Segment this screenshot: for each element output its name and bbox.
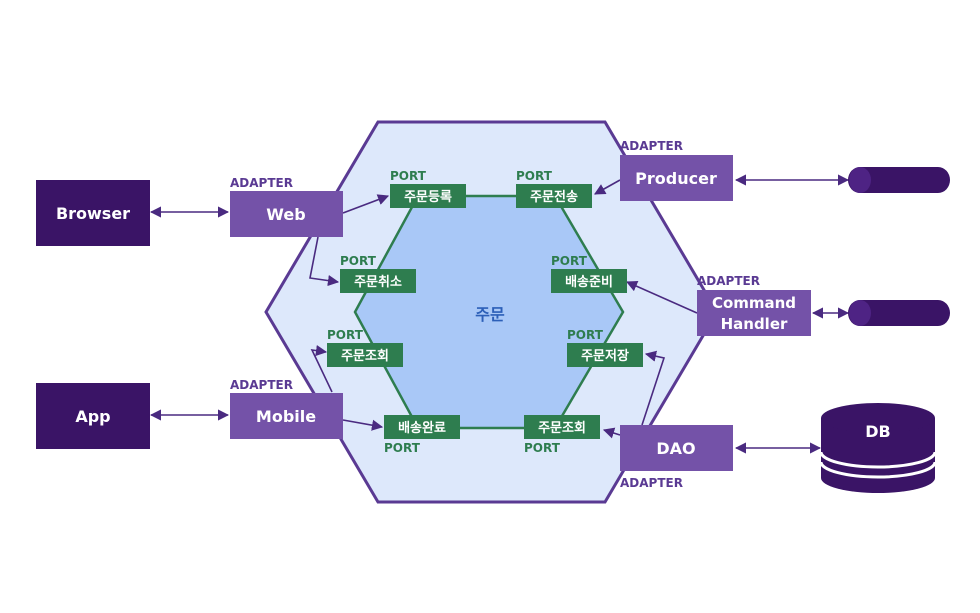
mobile-adapter-label: Mobile — [256, 407, 316, 426]
dao-adapter: DAO ADAPTER — [620, 425, 733, 490]
browser-label: Browser — [56, 204, 130, 223]
queue-middle — [848, 300, 950, 326]
port-order-query-left-label: 주문조회 — [341, 348, 389, 364]
app-label: App — [75, 407, 110, 426]
producer-send-arrow — [594, 179, 621, 195]
web-adapter: ADAPTER Web — [230, 176, 343, 237]
port-order-query-right: 주문조회 PORT — [524, 415, 600, 455]
port-order-save-label: 주문저장 — [581, 348, 629, 364]
db-label: DB — [865, 422, 890, 441]
web-adapter-label: Web — [266, 205, 305, 224]
producer-adapter-label: Producer — [635, 169, 717, 188]
port-order-register: PORT 주문등록 — [390, 169, 466, 208]
port-tag: PORT — [524, 441, 561, 455]
mobile-complete-arrow — [342, 419, 384, 431]
port-tag: PORT — [551, 254, 588, 268]
dao-adapter-tag: ADAPTER — [620, 476, 683, 490]
mobile-adapter: ADAPTER Mobile — [230, 378, 343, 439]
port-delivery-complete: 배송완료 PORT — [384, 415, 460, 455]
port-order-send: PORT 주문전송 — [516, 169, 592, 208]
app-box: App — [36, 383, 150, 449]
producer-adapter: ADAPTER Producer — [620, 139, 733, 201]
port-delivery-complete-label: 배송완료 — [398, 420, 446, 436]
port-tag: PORT — [340, 254, 377, 268]
port-tag: PORT — [567, 328, 604, 342]
web-register-arrow — [342, 194, 390, 214]
port-order-save: PORT 주문저장 — [567, 328, 643, 367]
command-prepare-arrow — [625, 280, 698, 314]
web-adapter-tag: ADAPTER — [230, 176, 293, 190]
port-delivery-prepare-label: 배송준비 — [565, 274, 613, 290]
db-cylinder: DB — [819, 403, 937, 493]
core-label: 주문 — [475, 305, 505, 324]
port-order-query-right-label: 주문조회 — [538, 420, 586, 436]
command-handler-label-2: Handler — [721, 315, 788, 333]
port-tag: PORT — [390, 169, 427, 183]
producer-adapter-tag: ADAPTER — [620, 139, 683, 153]
port-order-cancel-label: 주문취소 — [354, 274, 402, 290]
port-tag: PORT — [384, 441, 421, 455]
port-tag: PORT — [516, 169, 553, 183]
port-order-register-label: 주문등록 — [404, 190, 452, 205]
dao-adapter-label: DAO — [656, 439, 695, 458]
mobile-query-arrow — [310, 345, 333, 393]
port-order-query-left: PORT 주문조회 — [327, 328, 403, 367]
port-order-send-label: 주문전송 — [530, 189, 578, 205]
command-handler-adapter-tag: ADAPTER — [697, 274, 760, 288]
port-tag: PORT — [327, 328, 364, 342]
mobile-adapter-tag: ADAPTER — [230, 378, 293, 392]
port-order-cancel: PORT 주문취소 — [340, 254, 416, 293]
dao-save-arrow — [641, 350, 666, 426]
browser-box: Browser — [36, 180, 150, 246]
web-cancel-arrow — [309, 236, 340, 287]
dao-query-arrow — [602, 427, 621, 439]
command-handler-label-1: Command — [712, 294, 796, 312]
command-handler-adapter: ADAPTER Command Handler — [697, 274, 811, 336]
queue-top — [848, 167, 950, 193]
port-delivery-prepare: PORT 배송준비 — [551, 254, 627, 293]
